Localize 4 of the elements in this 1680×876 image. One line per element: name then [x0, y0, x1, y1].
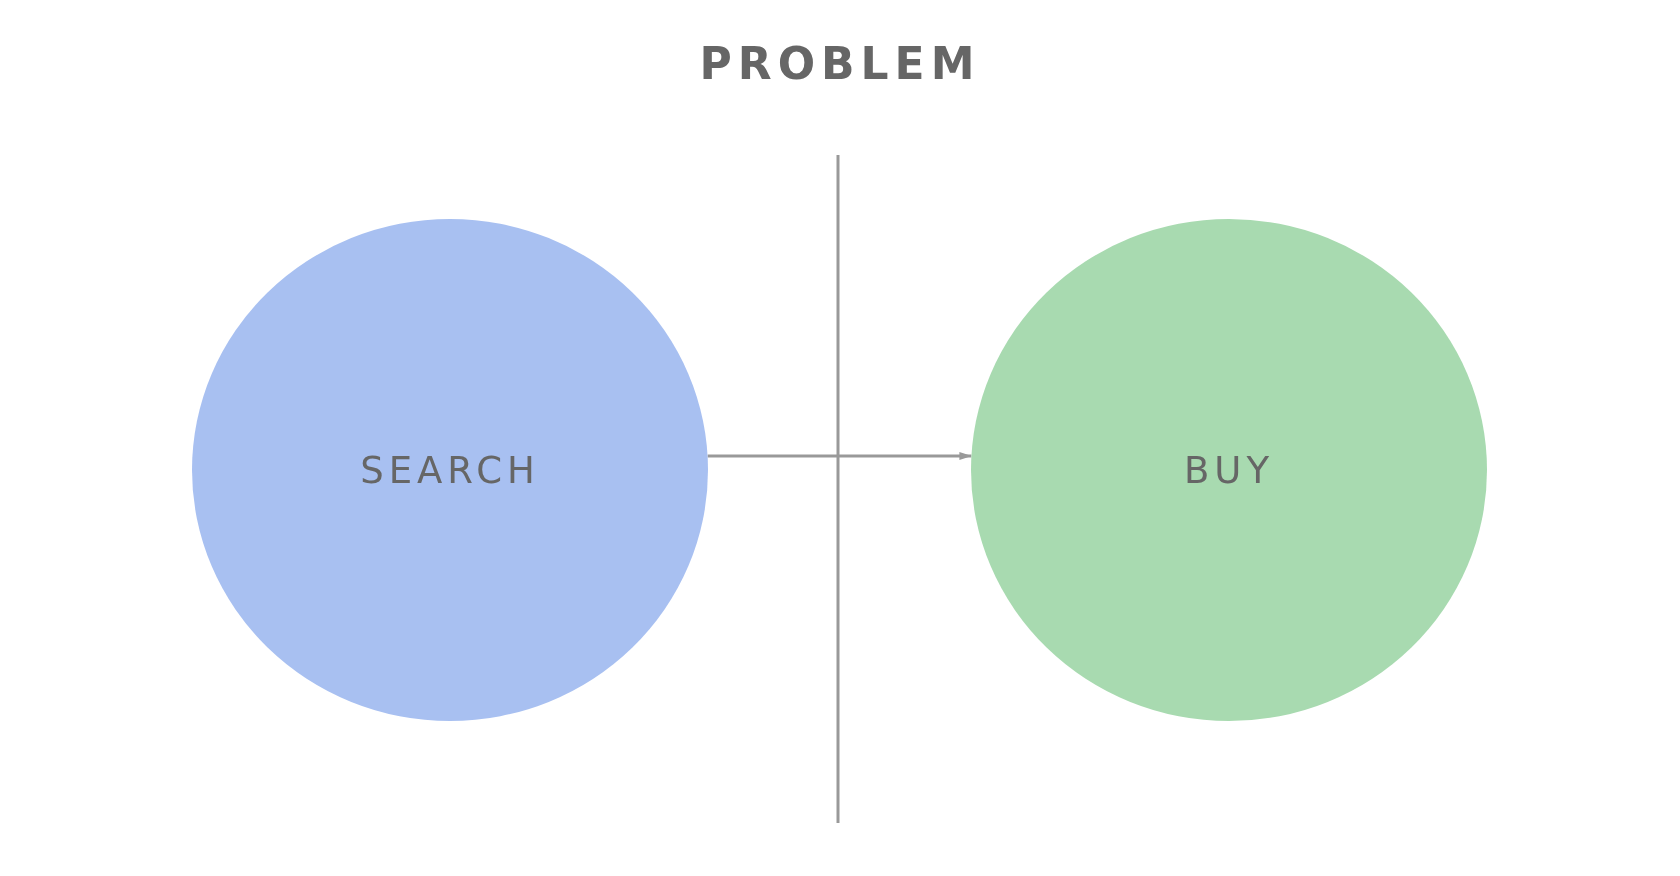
title: PROBLEM	[698, 38, 982, 89]
stage-label: BUY	[1183, 448, 1275, 492]
arrow	[707, 452, 972, 460]
stage-label: SEARCH	[360, 448, 540, 492]
